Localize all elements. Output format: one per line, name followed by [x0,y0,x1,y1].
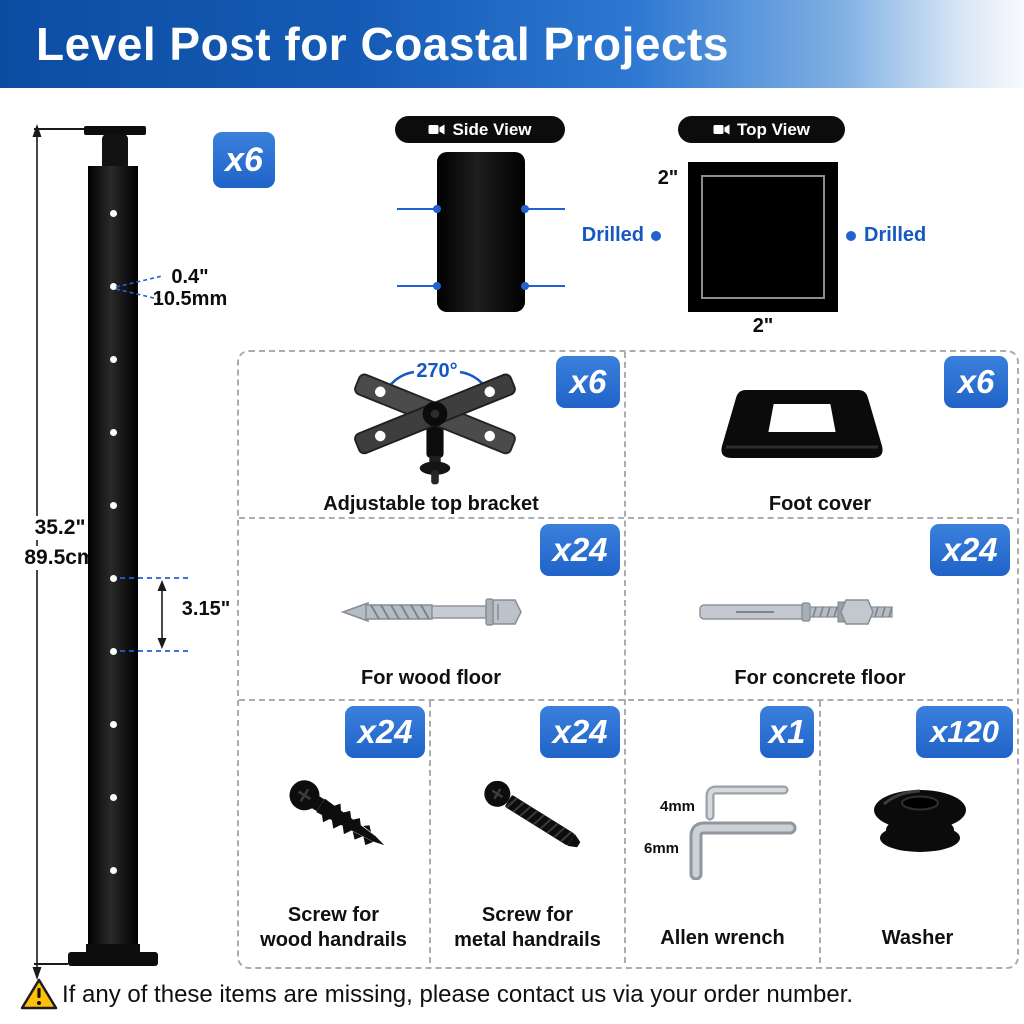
post-hole [109,647,117,655]
post-hole [109,501,117,509]
post-hole [109,355,117,363]
allen-wrench-size-large: 6mm [644,840,680,857]
camera-icon [713,124,730,135]
allen-wrench-size-small: 4mm [660,798,696,815]
top-view-inner-wall [701,175,825,299]
allen-wrench-qty-badge: x1 [760,706,814,758]
washer-label: Washer [881,927,954,949]
adjustable-top-bracket-illustration [354,373,516,485]
top-view-pill: Top View [678,116,845,143]
metal-handrail-screw-illustration [484,780,581,848]
metal-handrail-screw-label: Screw for metal handrails [454,904,601,951]
post-hole [109,209,117,217]
grid-divider [239,517,1013,519]
dimension-tick-top [34,128,84,130]
side-view-hole-dot [521,205,529,213]
hole-spacing-arrow [120,577,188,652]
concrete-floor-label: For concrete floor [734,667,906,689]
side-view-hole-line [397,208,435,210]
post-top-plate [84,126,146,135]
dimension-tick-bottom [34,963,68,965]
top-view-dim-bottom: 2" [752,315,774,337]
top-view-post-section [688,162,838,312]
washer-illustration [874,789,966,852]
top-view-label: Top View [736,119,811,139]
camera-icon [428,124,445,135]
side-view-hole-dot [521,282,529,290]
bracket-label: Adjustable top bracket [323,493,539,515]
side-view-hole-dot [433,282,441,290]
wood-floor-qty-badge: x24 [540,524,620,576]
foot-cover-label: Foot cover [768,493,872,515]
post-base-step [86,944,140,954]
post-hole [109,428,117,436]
missing-items-notice: If any of these items are missing, pleas… [62,981,854,1008]
rotation-angle-label: 270° [416,360,458,382]
hole-diameter-pointer [115,275,163,301]
concrete-floor-qty-badge: x24 [930,524,1010,576]
parts-grid-border [237,350,1019,969]
wood-floor-screw-illustration [340,598,522,626]
wood-handrail-screw-illustration [289,780,385,846]
hole-diameter-mm: 10.5mm [152,288,228,310]
side-view-label: Side View [452,119,532,139]
hole-spacing-label: 3.15" [181,598,231,620]
side-view-hole-line [527,285,565,287]
page-title: Level Post for Coastal Projects [36,18,729,70]
post-body [88,166,138,952]
post-hole [109,574,117,582]
foot-cover-illustration [721,390,883,458]
allen-wrench-label: Allen wrench [660,927,785,949]
grid-divider [624,352,626,963]
post-height-inches: 35.2" [20,516,100,540]
drilled-label-left: Drilled [581,224,644,246]
hole-diameter-inches: 0.4" [171,266,209,288]
concrete-anchor-illustration [699,599,893,625]
warning-icon [20,978,58,1010]
side-view-post [437,152,525,312]
post-qty-badge: x6 [213,132,275,188]
post-hole [109,866,117,874]
metal-handrail-screw-qty-badge: x24 [540,706,620,758]
grid-divider [429,701,431,963]
bracket-qty-badge: x6 [556,356,620,408]
drilled-dot-left [651,231,661,241]
grid-divider [819,701,821,963]
grid-divider [239,699,1013,701]
post-hole [109,282,117,290]
allen-wrench-illustration [689,785,797,880]
side-view-hole-line [397,285,435,287]
drilled-label-right: Drilled [864,224,927,246]
wood-handrail-screw-label: Screw for wood handrails [260,904,407,951]
header-banner: Level Post for Coastal Projects [0,0,1024,88]
side-view-hole-dot [433,205,441,213]
side-view-hole-line [527,208,565,210]
washer-qty-badge: x120 [916,706,1013,758]
post-hole [109,720,117,728]
wood-floor-label: For wood floor [361,667,501,689]
drilled-dot-right [846,231,856,241]
foot-cover-qty-badge: x6 [944,356,1008,408]
top-view-dim-top: 2" [657,167,679,189]
side-view-pill: Side View [395,116,565,143]
wood-handrail-screw-qty-badge: x24 [345,706,425,758]
post-neck [102,134,128,170]
post-base-plate [68,952,158,966]
post-hole [109,793,117,801]
